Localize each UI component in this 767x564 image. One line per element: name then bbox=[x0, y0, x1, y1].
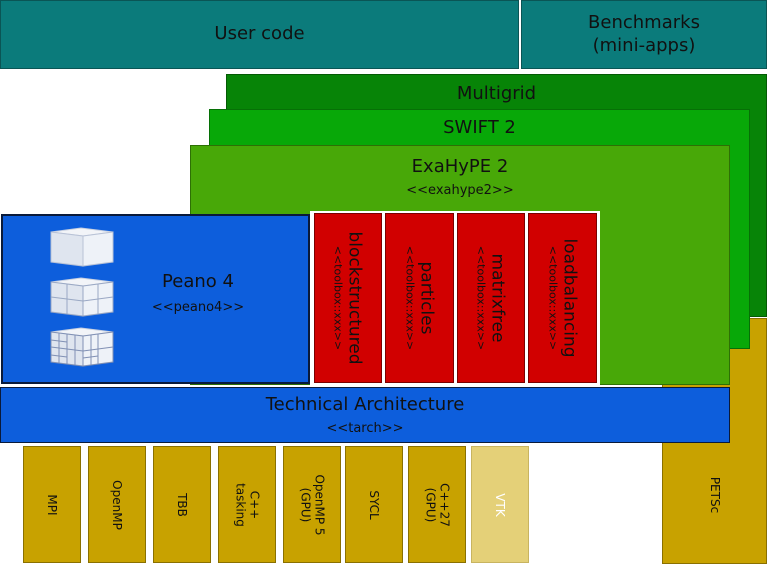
toolbox-stereotype: <<toolbox::xxx>> bbox=[331, 245, 345, 351]
toolbox-matrixfree: matrixfree <<toolbox::xxx>> bbox=[457, 213, 525, 383]
library-tbb: TBB bbox=[153, 446, 211, 563]
library-vtk: VTK bbox=[471, 446, 529, 563]
library-label: VTK bbox=[493, 492, 508, 517]
library-sublabel: (GPU) bbox=[298, 487, 312, 522]
library-label: OpenMP 5 bbox=[312, 473, 327, 536]
peano-title: Peano 4 bbox=[162, 271, 234, 293]
peano-box: Peano 4 <<peano4>> bbox=[1, 214, 310, 384]
toolbox-name: particles bbox=[416, 261, 436, 335]
library-mpi: MPI bbox=[23, 446, 81, 563]
petsc-label: PETSc bbox=[707, 476, 722, 513]
library-cpp27-gpu: C++27 (GPU) bbox=[408, 446, 466, 563]
exahype-label: ExaHyPE 2 bbox=[411, 156, 509, 178]
library-openmp: OpenMP bbox=[88, 446, 146, 563]
tarch-sublabel: <<tarch>> bbox=[326, 420, 404, 436]
peano-sublabel: <<peano4>> bbox=[151, 299, 245, 315]
swift-label: SWIFT 2 bbox=[443, 116, 516, 138]
toolbox-loadbalancing: loadbalancing <<toolbox::xxx>> bbox=[528, 213, 597, 383]
multigrid-label: Multigrid bbox=[456, 82, 537, 104]
exahype-sublabel: <<exahype2>> bbox=[406, 182, 514, 198]
toolbox-stereotype: <<toolbox::xxx>> bbox=[546, 245, 559, 351]
tarch-box: Technical Architecture <<tarch>> bbox=[0, 387, 730, 443]
cube-coarse bbox=[50, 227, 114, 267]
toolbox-name: blockstructured bbox=[344, 231, 365, 365]
benchmarks-sublabel: (mini-apps) bbox=[592, 34, 696, 56]
library-label: TBB bbox=[175, 492, 190, 517]
benchmarks-label: Benchmarks bbox=[588, 12, 700, 33]
library-sublabel: (GPU) bbox=[423, 487, 437, 522]
library-label: C++27 bbox=[437, 482, 452, 527]
user-code-label: User code bbox=[214, 23, 305, 45]
library-cpp-tasking: C++ tasking bbox=[218, 446, 276, 563]
toolbox-blockstructured: blockstructured <<toolbox::xxx>> bbox=[314, 213, 382, 383]
toolbox-name: loadbalancing bbox=[559, 238, 579, 358]
cube-adaptive bbox=[50, 327, 114, 367]
user-code-box: User code bbox=[0, 0, 519, 69]
toolbox-particles: particles <<toolbox::xxx>> bbox=[385, 213, 454, 383]
library-label: OpenMP bbox=[110, 479, 125, 530]
library-sublabel: tasking bbox=[233, 482, 247, 527]
tarch-title: Technical Architecture bbox=[265, 394, 465, 416]
grid-cubes-icon bbox=[50, 227, 114, 367]
cube-refined bbox=[50, 277, 114, 317]
library-label: MPI bbox=[45, 493, 60, 516]
library-sycl: SYCL bbox=[345, 446, 403, 563]
toolbox-name: matrixfree bbox=[487, 253, 508, 343]
toolbox-stereotype: <<toolbox::xxx>> bbox=[403, 245, 416, 351]
library-openmp5-gpu: OpenMP 5 (GPU) bbox=[283, 446, 341, 563]
library-label: SYCL bbox=[367, 489, 382, 520]
toolbox-stereotype: <<toolbox::xxx>> bbox=[474, 245, 488, 351]
benchmarks-box: Benchmarks (mini-apps) bbox=[521, 0, 767, 69]
library-label: C++ bbox=[247, 490, 262, 519]
